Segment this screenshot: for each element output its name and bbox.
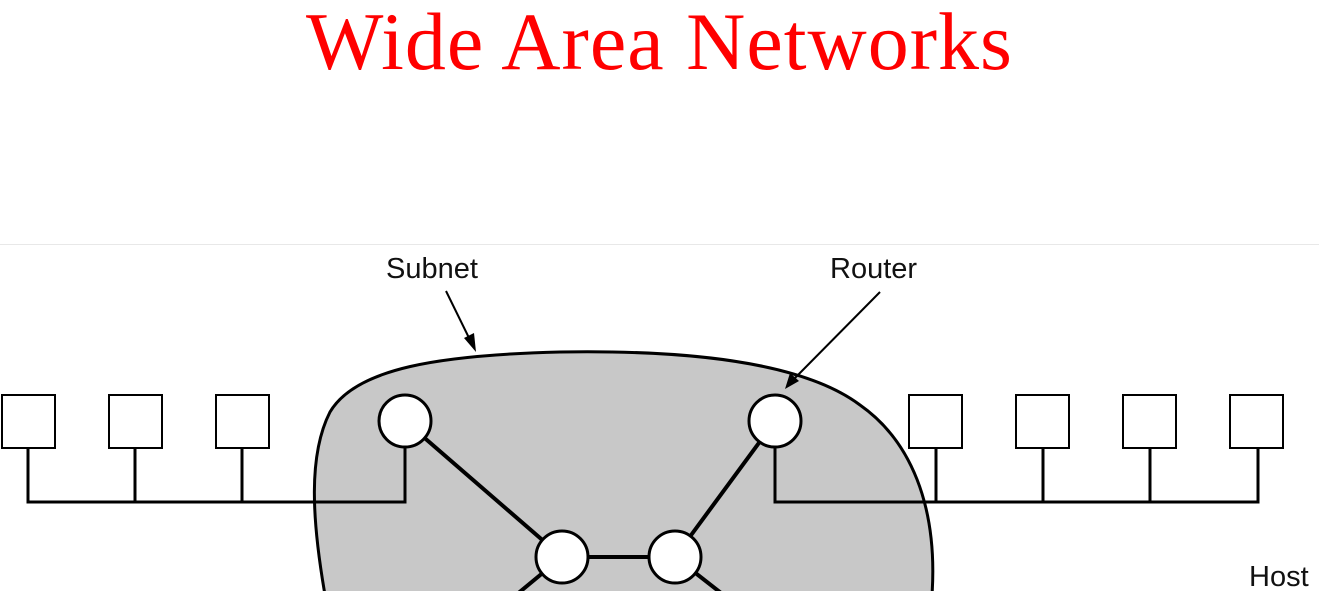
router-link: [403, 419, 564, 559]
host-box: [1229, 394, 1284, 449]
router-node: [377, 393, 433, 449]
router-arrowhead: [785, 373, 799, 389]
host-label: Host: [1249, 561, 1309, 591]
host-box: [1015, 394, 1070, 449]
left-lan-bus: [26, 447, 407, 504]
host-box: [1122, 394, 1177, 449]
host-box: [108, 394, 163, 449]
subnet-arrowhead: [464, 333, 476, 352]
slide-title: Wide Area Networks: [306, 0, 1013, 87]
subnet-pointer: [445, 290, 473, 345]
router-pointer: [791, 291, 881, 382]
router-node: [647, 529, 703, 585]
router-label: Router: [830, 253, 917, 285]
router-node: [534, 529, 590, 585]
subnet-label: Subnet: [386, 253, 478, 285]
host-box: [908, 394, 963, 449]
router-node: [747, 393, 803, 449]
figure-frame: [0, 244, 1319, 591]
host-box: [215, 394, 270, 449]
router-link: [673, 419, 777, 559]
right-lan-bus: [773, 447, 1260, 504]
host-box: [1, 394, 56, 449]
